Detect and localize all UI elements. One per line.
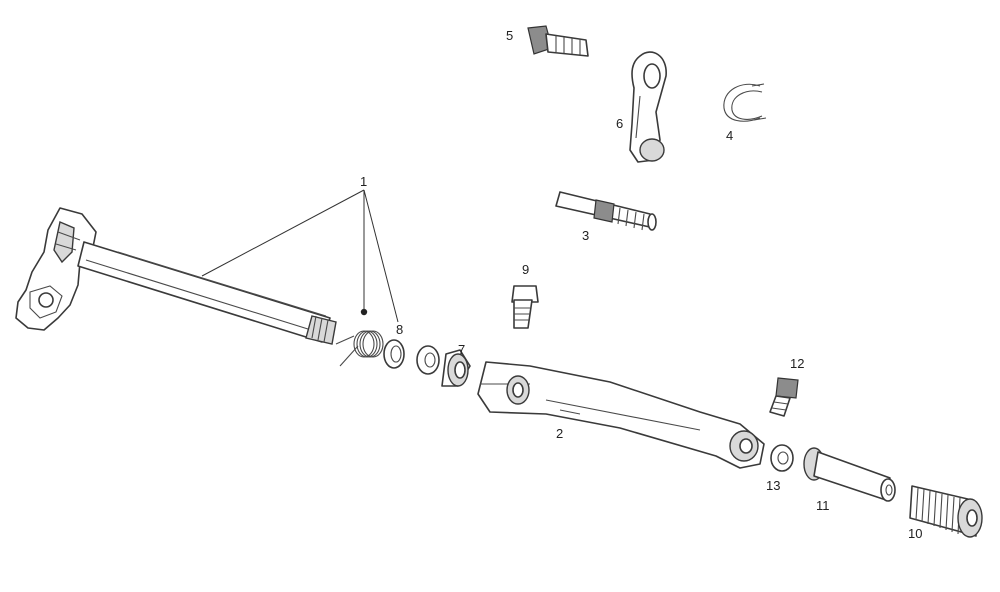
leader-lines-1	[201, 189, 399, 323]
callout-12: 12	[790, 356, 804, 371]
washer	[416, 345, 440, 375]
part-4-spring-clip	[723, 83, 767, 122]
callout-3: 3	[582, 228, 589, 243]
part-12-screw	[769, 377, 799, 417]
callout-7: 7	[458, 342, 465, 357]
callout-2: 2	[556, 426, 563, 441]
part-9-screw	[511, 285, 539, 329]
part-1-return-spring	[335, 308, 384, 367]
callout-10: 10	[908, 526, 922, 541]
part-2-gear-lever	[477, 361, 765, 469]
part-3-stud-bolt	[555, 191, 657, 231]
callout-9: 9	[522, 262, 529, 277]
callout-8: 8	[396, 322, 403, 337]
part-7-bushing	[441, 349, 471, 387]
part-5-bolt	[527, 25, 589, 57]
callout-11: 11	[816, 498, 830, 513]
part-1-shift-shaft	[15, 207, 337, 345]
part-8-circlip	[383, 339, 405, 369]
callout-1: 1	[360, 174, 367, 189]
callout-6: 6	[616, 116, 623, 131]
part-10-rubber-pedal	[909, 485, 983, 538]
part-6-linkage-arm	[629, 51, 667, 163]
callout-4: 4	[726, 128, 733, 143]
part-11-pedal-pin	[803, 447, 896, 502]
callout-5: 5	[506, 28, 513, 43]
part-13-nut	[770, 444, 794, 472]
callout-13: 13	[766, 478, 780, 493]
